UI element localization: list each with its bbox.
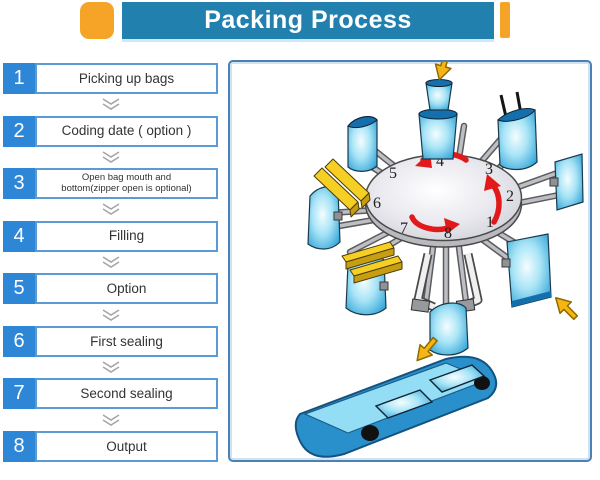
down-chevron-icon [3,357,218,379]
output-falling-bag [429,302,469,356]
feed-arrow [555,297,579,321]
conveyor-belt [294,355,498,458]
station-number: 1 [486,214,494,231]
sealing-bars-lower [341,241,403,284]
step-box: Second sealing [35,378,218,410]
step-row: 4 Filling [3,220,218,252]
down-chevron-icon [3,252,218,274]
sealing-bars-upper [313,158,371,218]
step-label: Second sealing [80,386,173,402]
conveyor-roller [474,376,490,390]
title-bar: Packing Process [122,2,494,42]
step-label: Output [106,438,147,454]
step-label: Picking up bags [78,70,175,86]
step-box: Open bag mouth and bottom(zipper open is… [35,168,218,200]
step-number-badge: 4 [3,220,35,252]
step-row: 3 Open bag mouth and bottom(zipper open … [3,168,218,200]
step-row: 7 Second sealing [3,378,218,410]
station6-bag [307,186,343,250]
conveyor-roller [361,425,379,441]
station5-bag [347,116,378,172]
step-box: Output [35,431,218,463]
step-row: 6 First sealing [3,325,218,357]
flow-arrows [416,62,579,362]
down-chevron-icon [3,94,218,116]
drop-arrow [416,336,438,362]
step-number-badge: 6 [3,325,35,357]
down-chevron-icon [3,304,218,326]
bag-opening-station [497,91,538,171]
station-number: 4 [436,153,444,170]
machine-diagram-panel: 1 2 3 4 5 6 7 8 [228,60,592,462]
station-number: 5 [389,165,397,182]
orange-accent-left [80,2,114,39]
station-number: 2 [506,188,514,205]
step-row: 2 Coding date ( option ) [3,115,218,147]
page-title: Packing Process [204,6,412,34]
step-number-badge: 3 [3,168,35,200]
step-box: Coding date ( option ) [35,115,218,147]
step-number-badge: 2 [3,115,35,147]
step-box: First sealing [35,325,218,357]
step-row: 8 Output [3,431,218,463]
turntable [364,153,523,248]
step-number-badge: 8 [3,431,35,463]
step-row: 5 Option [3,273,218,305]
step-label: Open bag mouth and bottom(zipper open is… [61,171,192,194]
process-step-list: 1 Picking up bags 2 Coding date ( option… [3,63,218,463]
step-number-badge: 7 [3,378,35,410]
step-box: Filling [35,220,218,252]
fill-arrow [434,62,452,81]
filling-station [418,79,458,160]
step-number-badge: 5 [3,273,35,305]
bag-on-belt [374,389,434,419]
step-label: Option [106,281,147,297]
down-chevron-icon [3,409,218,431]
bag-on-belt [428,364,486,393]
station-number: 8 [444,225,452,242]
station-number: 7 [400,220,408,237]
step-label: Coding date ( option ) [61,123,192,139]
station2-bag [549,153,584,211]
rotary-packing-machine-illustration: 1 2 3 4 5 6 7 8 [294,62,584,458]
down-chevron-icon [3,147,218,169]
step-label: Filling [108,228,145,244]
step-box: Option [35,273,218,305]
station-number: 6 [373,195,381,212]
step-number-badge: 1 [3,63,35,94]
step-label: First sealing [90,333,163,349]
station-number: 3 [485,161,493,178]
station-numbers: 1 2 3 4 5 6 7 8 [373,153,514,242]
bag-gripper-claw [410,253,483,313]
station1-bag [501,233,552,308]
step-box: Picking up bags [35,63,218,94]
orange-accent-right [500,2,510,38]
step-row: 1 Picking up bags [3,63,218,94]
down-chevron-icon [3,199,218,221]
